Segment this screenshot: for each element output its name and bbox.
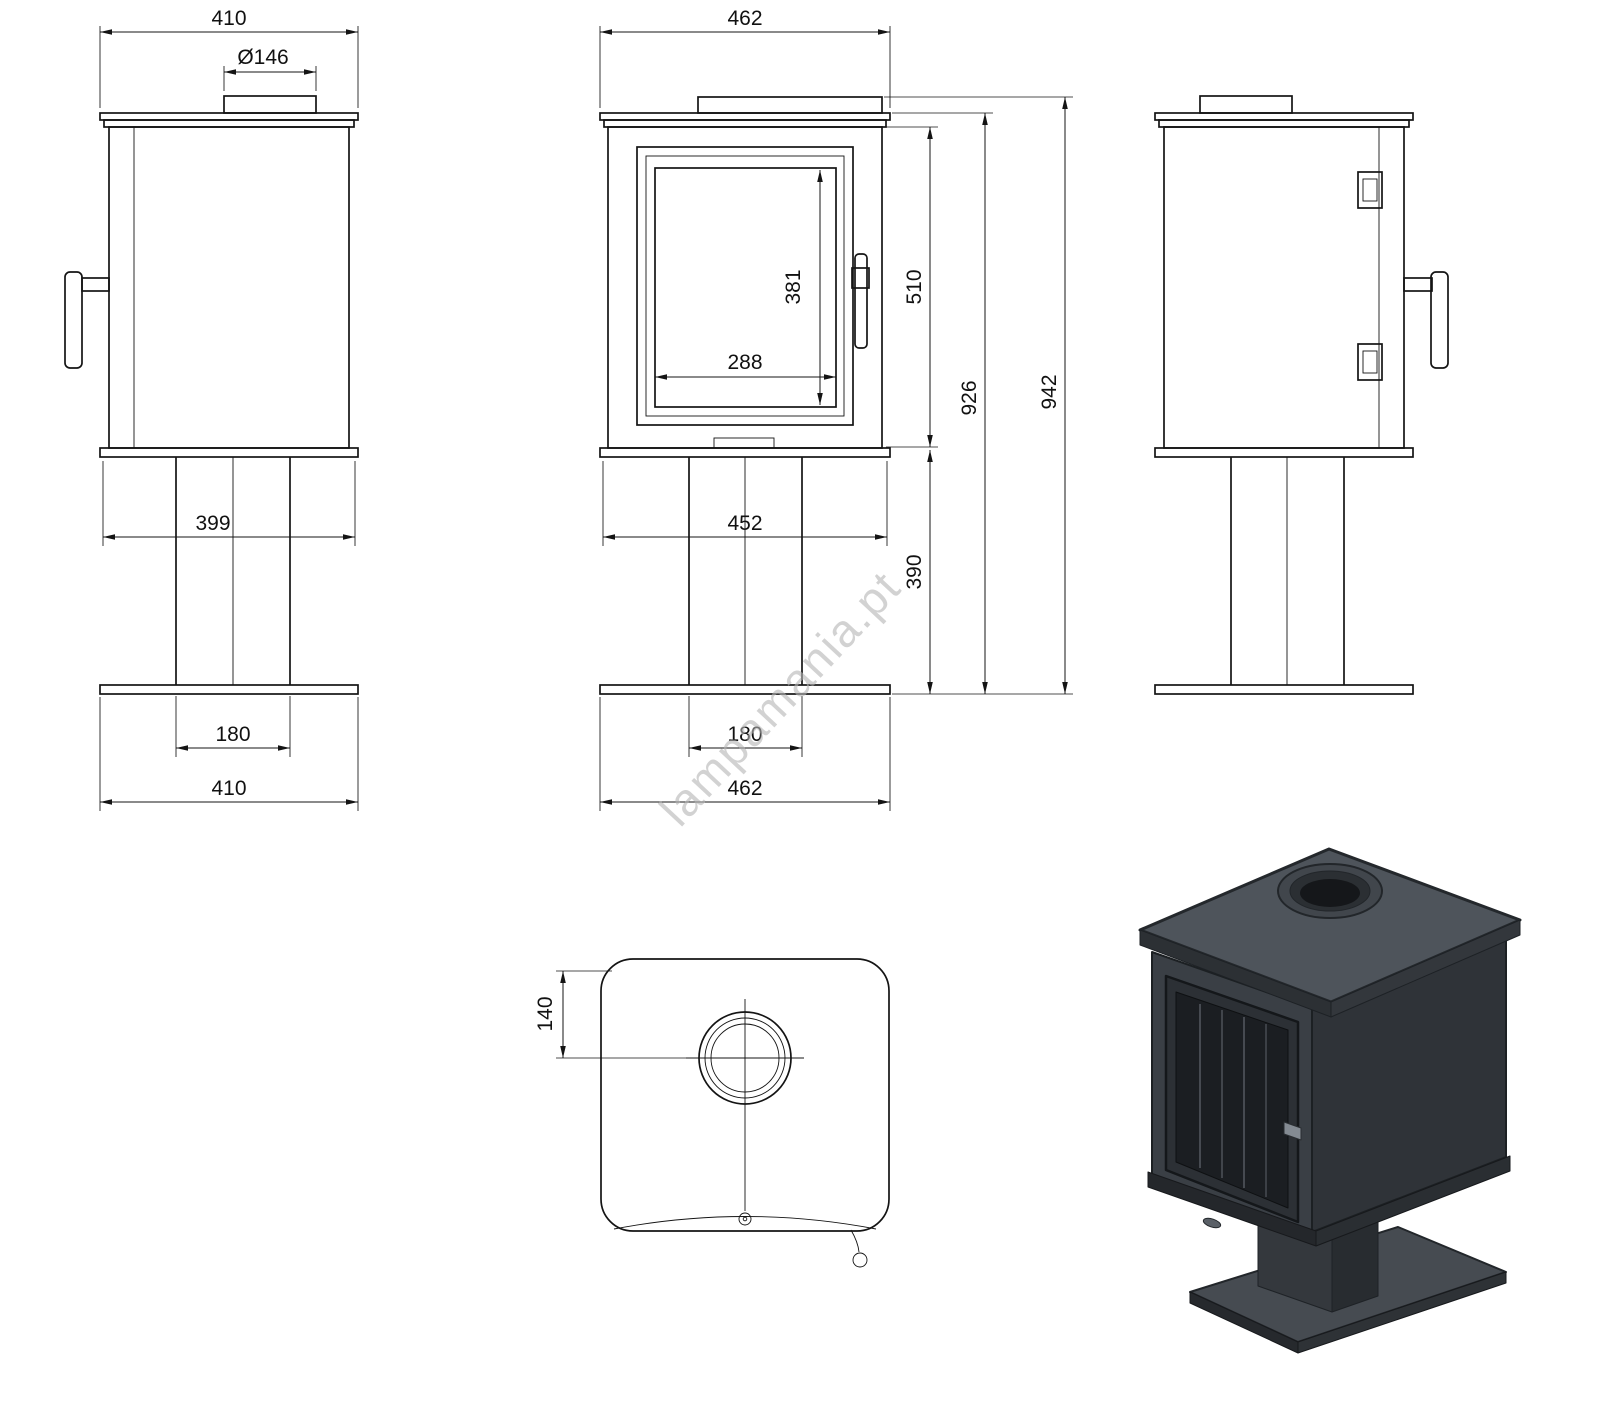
dim-front-top-width: 462: [727, 7, 762, 30]
top-view-dimensions: 140: [534, 970, 694, 1059]
stove-3d-render: [1138, 847, 1522, 1354]
air-control: [713, 437, 775, 449]
hinge-bottom: [1357, 343, 1383, 381]
front-view-dimensions: 462 381 288 510 390 926 942 452 180 462: [599, 7, 1073, 811]
dim-front-pedestal-width: 180: [727, 723, 762, 746]
handle-bracket: [851, 267, 870, 289]
dim-body-height: 926: [958, 380, 981, 415]
top-plate-lower: [1158, 119, 1410, 128]
handle-bracket: [1403, 277, 1433, 292]
flue-collar-front: [697, 96, 883, 114]
dim-flue-offset: 140: [534, 996, 557, 1031]
flue-collar-side: [223, 95, 317, 114]
bottom-plate: [1154, 447, 1414, 458]
top-view: [600, 958, 890, 1268]
pull-ring: [852, 1252, 868, 1268]
side-view-right: [1154, 95, 1449, 695]
door-handle: [64, 271, 83, 369]
bottom-plate: [99, 447, 359, 458]
dim-firebox-height: 510: [903, 269, 926, 304]
door-handle: [854, 253, 868, 349]
top-plate-lower: [103, 119, 355, 128]
knob: [738, 1212, 752, 1226]
dim-side-top-width: 410: [211, 7, 246, 30]
front-view: [599, 96, 891, 695]
render-door-handle: [1283, 1121, 1302, 1141]
stove-body-outline: [1163, 126, 1405, 449]
dim-side-base-width: 410: [211, 777, 246, 800]
base-plate: [599, 684, 891, 695]
dim-side-pedestal-width: 180: [215, 723, 250, 746]
handle-bracket: [81, 277, 110, 292]
dim-pedestal-height: 390: [903, 554, 926, 589]
flue-collar-side: [1199, 95, 1293, 114]
door-frame: [636, 146, 854, 426]
base-plate: [99, 684, 359, 695]
hinge-top: [1357, 171, 1383, 209]
top-plate-lower: [603, 119, 887, 128]
dim-front-base-width: 462: [727, 777, 762, 800]
side-view-left: [64, 95, 359, 695]
dim-front-body-width: 452: [727, 512, 762, 535]
dim-side-body-width: 399: [195, 512, 230, 535]
stove-body-outline: [607, 126, 883, 449]
base-plate: [1154, 684, 1414, 695]
bottom-plate: [599, 447, 891, 458]
top-plate-outline: [600, 958, 890, 1232]
top-plate: [99, 112, 359, 121]
top-plate: [599, 112, 891, 121]
top-plate: [1154, 112, 1414, 121]
door-handle: [1430, 271, 1449, 369]
door-inner-frame: [645, 155, 845, 417]
dim-flue-diameter: Ø146: [237, 46, 288, 69]
stove-body-outline: [108, 126, 350, 449]
door-glass: [654, 167, 837, 408]
dim-glass-width: 288: [727, 351, 762, 374]
render-latch: [1202, 1217, 1222, 1229]
side-view-left-dimensions: 410 Ø146 399 180 410: [99, 7, 359, 811]
render-door-glass: [1175, 991, 1289, 1209]
dim-glass-height: 381: [782, 269, 805, 304]
dim-total-height: 942: [1038, 374, 1061, 409]
